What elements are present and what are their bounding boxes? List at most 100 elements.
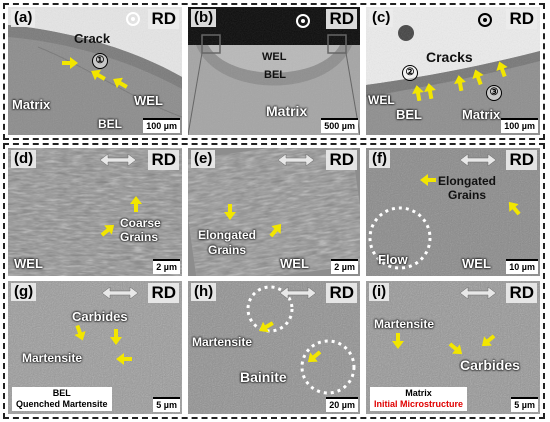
yellow-arrow-icon: [91, 69, 106, 81]
double-arrow-icon: [280, 287, 316, 299]
panel-f-wel-label: WEL: [462, 256, 491, 271]
panel-a-number-1: ①: [92, 53, 108, 69]
yellow-arrow-icon: [392, 333, 404, 349]
yellow-arrow-icon: [448, 342, 463, 355]
panel-c-label: (c): [369, 9, 394, 27]
panel-i-martensite-label: Martensite: [374, 317, 435, 331]
panel-i-caption-line2: Initial Microstructure: [374, 399, 464, 409]
panel-d-rd: RD: [148, 150, 179, 170]
panel-i-caption: Matrix Initial Microstructure: [370, 387, 468, 411]
panel-a-crack-label: Crack: [74, 31, 111, 46]
panel-b-bel-label: BEL: [264, 69, 286, 81]
panel-c-bel-label: BEL: [396, 107, 422, 122]
panel-b-wel-label: WEL: [262, 51, 287, 63]
panel-e-wel-label: WEL: [280, 256, 309, 271]
yellow-arrow-icon: [130, 196, 142, 212]
panel-a-rd: RD: [148, 9, 179, 29]
panel-i-rd: RD: [506, 283, 537, 303]
panel-d-coarse-label: Coarse: [120, 216, 161, 230]
panel-c-number-2: ②: [402, 65, 418, 81]
panel-e-label: (e): [191, 150, 216, 168]
yellow-arrow-icon: [269, 223, 282, 238]
panel-f-rd: RD: [506, 150, 537, 170]
panel-e-grains-label: Grains: [208, 243, 247, 257]
yellow-arrow-icon: [62, 57, 78, 69]
panel-c: (c) RD Cracks ② ③ WEL BEL Matrix 100 µm: [366, 7, 540, 135]
yellow-arrow-icon: [74, 324, 86, 341]
panel-g: (g) RD Carbides Martensite BEL Quenched …: [8, 281, 182, 414]
panel-d-grains-label: Grains: [120, 230, 159, 244]
yellow-arrow-icon: [420, 174, 436, 186]
panel-h-label: (h): [191, 283, 217, 301]
panel-e-image: [188, 148, 360, 276]
panel-h-rd: RD: [326, 283, 357, 303]
yellow-arrow-icon: [259, 321, 274, 333]
yellow-arrow-icon: [116, 353, 132, 365]
panel-i-caption-line1: Matrix: [405, 388, 432, 398]
panel-f-scale-bar: 10 µm: [506, 259, 538, 274]
panel-a: (a) RD Crack ① Matrix WEL BEL 100 µm: [8, 7, 182, 135]
panel-f: (f) RD Elongated Grains Flow WEL 10 µm: [366, 148, 540, 276]
panel-g-martensite-label: Martensite: [22, 351, 83, 365]
viewing-direction-icon: [478, 13, 492, 27]
panel-e-rd: RD: [326, 150, 357, 170]
panel-d-scale-bar: 2 µm: [153, 259, 180, 274]
yellow-arrow-icon: [110, 329, 122, 345]
panel-a-wel-label: WEL: [134, 93, 163, 108]
yellow-arrow-icon: [481, 334, 496, 347]
double-arrow-icon: [460, 154, 496, 166]
panel-b-scale-bar: 500 µm: [321, 118, 358, 133]
panel-d: (d) RD Coarse Grains WEL 2 µm: [8, 148, 182, 276]
panel-f-grains-label: Grains: [448, 188, 487, 202]
panel-b: (b) RD WEL BEL Matrix 500 µm: [188, 7, 360, 135]
panel-a-matrix-label: Matrix: [12, 97, 51, 112]
panel-f-elongated-label: Elongated: [438, 174, 497, 188]
yellow-arrow-icon: [307, 350, 322, 363]
double-arrow-icon: [100, 154, 136, 166]
panel-e: (e) RD Elongated Grains WEL 2 µm: [188, 148, 360, 276]
panel-h-martensite-label: Martensite: [192, 335, 253, 349]
viewing-direction-icon: [126, 12, 140, 26]
panel-h-scale-bar: 20 µm: [326, 397, 358, 412]
panel-i-label: (i): [369, 283, 390, 301]
panel-h: (h) RD Martensite Bainite 20 µm: [188, 281, 360, 414]
yellow-arrow-icon: [100, 224, 115, 237]
panel-b-label: (b): [191, 9, 217, 27]
panel-d-label: (d): [11, 150, 37, 168]
panel-g-scale-bar: 5 µm: [153, 397, 180, 412]
yellow-arrow-icon: [496, 61, 508, 78]
panel-d-wel-label: WEL: [14, 256, 43, 271]
panel-i-scale-bar: 5 µm: [511, 397, 538, 412]
yellow-arrow-icon: [113, 77, 128, 89]
panel-b-rd: RD: [326, 9, 357, 29]
yellow-arrow-icon: [424, 83, 436, 100]
panel-i-carbides-label: Carbides: [460, 357, 520, 373]
yellow-arrow-icon: [472, 69, 484, 86]
panel-g-carbides-label: Carbides: [72, 309, 128, 324]
double-arrow-icon: [102, 287, 138, 299]
yellow-arrow-icon: [454, 75, 466, 92]
panel-a-label: (a): [11, 9, 36, 27]
double-arrow-icon: [278, 154, 314, 166]
viewing-direction-icon: [296, 14, 310, 28]
panel-b-matrix-label: Matrix: [266, 103, 308, 119]
top-row-frame: [3, 3, 545, 140]
panel-c-number-3: ③: [486, 85, 502, 101]
panel-g-caption-line2: Quenched Martensite: [16, 399, 108, 409]
panel-c-matrix-label: Matrix: [462, 107, 501, 122]
double-arrow-icon: [460, 287, 496, 299]
panel-e-elongated-label: Elongated: [198, 228, 257, 242]
panel-c-cracks-label: Cracks: [426, 49, 473, 65]
panel-c-scale-bar: 100 µm: [501, 118, 538, 133]
yellow-arrow-icon: [412, 85, 424, 102]
panel-h-bainite-label: Bainite: [240, 369, 287, 385]
panel-g-label: (g): [11, 283, 37, 301]
panel-h-image: [188, 281, 360, 414]
yellow-arrow-icon: [508, 201, 521, 216]
panel-a-bel-label: BEL: [98, 117, 122, 131]
bottom-grid-frame: [3, 143, 545, 419]
panel-f-label: (f): [369, 150, 390, 168]
panel-i: (i) RD Martensite Carbides Matrix Initia…: [366, 281, 540, 414]
panel-g-caption: BEL Quenched Martensite: [12, 387, 112, 411]
